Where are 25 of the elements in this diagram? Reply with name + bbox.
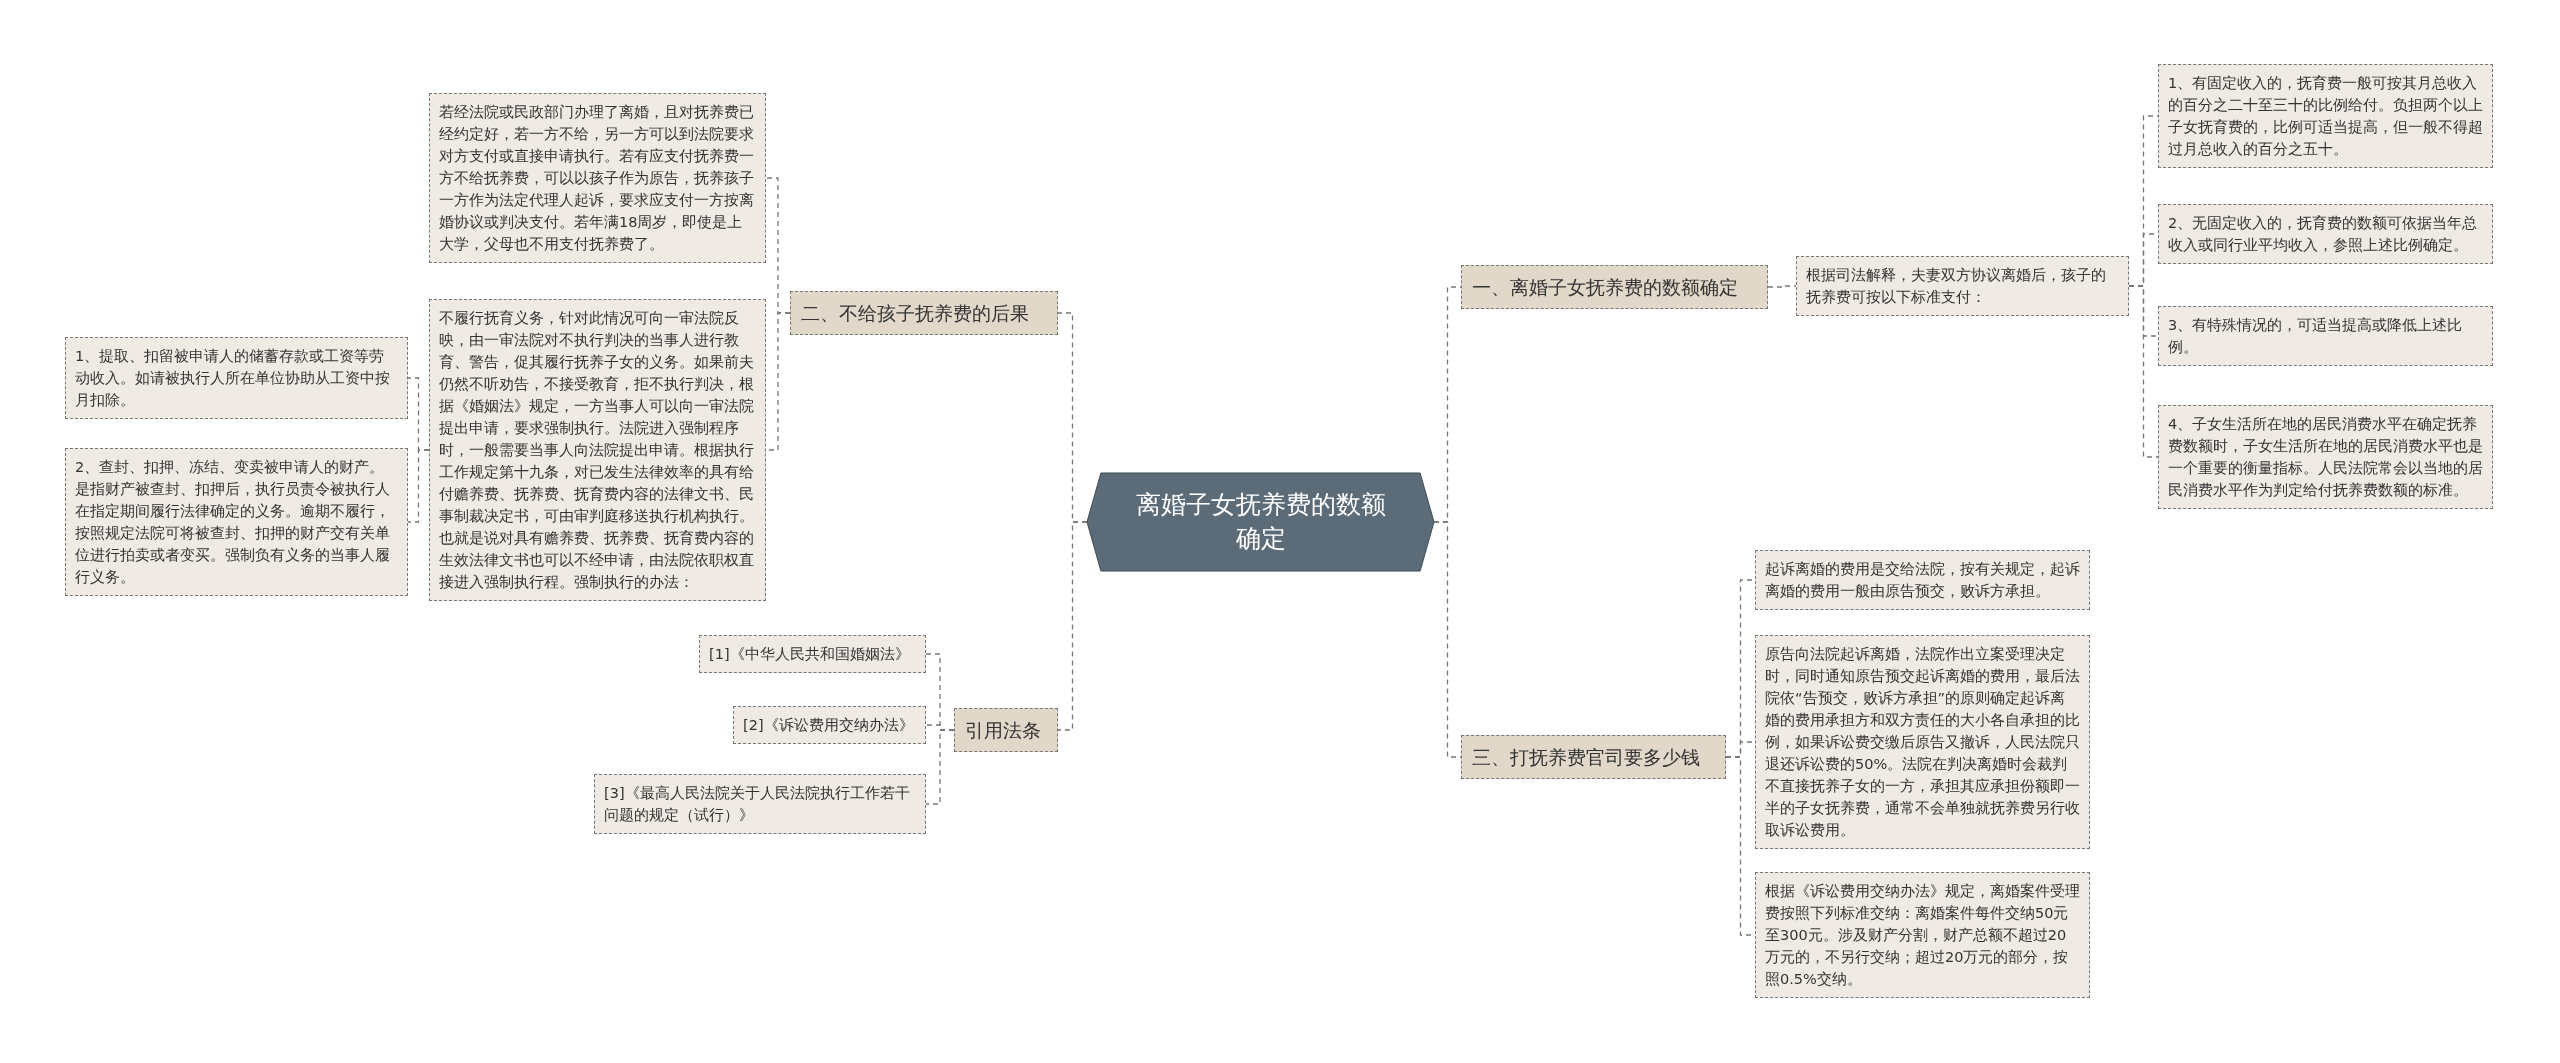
connector [2128,285,2159,458]
text-box: [3]《最高人民法院关于人民法院执行工作若干问题的规定（试行）》 [594,774,926,834]
text-box: 若经法院或民政部门办理了离婚，且对抚养费已经约定好，若一方不给，另一方可以到法院要求对方支付或直接申请执行。若有应支付抚养费一方不给抚养费，可以以孩子作为原告，抚养孩子一方作为法定代理人起诉，要求应支付一方按离婚协议或判决支付。若年满18周岁，即使是上大学，父母也不用支付抚养费了。 [429,93,766,263]
connector [407,449,430,523]
text-box: 3、有特殊情况的，可适当提高或降低上述比例。 [2158,306,2493,366]
text-box: [2]《诉讼费用交纳办法》 [733,706,926,744]
text-box: 2、查封、扣押、冻结、变卖被申请人的财产。是指财产被查封、扣押后，执行员责令被执行人在指定期间履行法律确定的义务。逾期不履行，按照规定法院可将被查封、扣押的财产交有关单位进行拍卖或者变买。强制负有义务的当事人履行义务。 [65,448,408,596]
text-box: 原告向法院起诉离婚，法院作出立案受理决定时，同时通知原告预交起诉离婚的费用，最后法院依“告预交，败诉方承担”的原则确定起诉离婚的费用承担方和双方责任的大小各自承担的比例，如果诉讼费交缴后原告又撤诉，人民法院只退还诉讼费的50%。法院在判决离婚时会裁判不直接抚养子女的一方，承担其应承担份额即一半的子女抚养费，通常不会单独就抚养费另行收取诉讼费用。 [1755,635,2090,849]
topic-box: 三、打抚养费官司要多少钱 [1461,735,1726,779]
text-box: [1]《中华人民共和国婚姻法》 [699,635,926,673]
text-box: 2、无固定收入的，抚育费的数额可依据当年总收入或同行业平均收入，参照上述比例确定。 [2158,204,2493,264]
text-box: 1、有固定收入的，抚育费一般可按其月总收入的百分之二十至三十的比例给付。负担两个以上子女抚育费的，比例可适当提高，但一般不得超过月总收入的百分之五十。 [2158,64,2493,168]
text-box: 根据司法解释，夫妻双方协议离婚后，孩子的抚养费可按以下标准支付： [1796,256,2129,316]
text-box: 根据《诉讼费用交纳办法》规定，离婚案件受理费按照下列标准交纳：离婚案件每件交纳50元至300元。涉及财产分割，财产总额不超过20万元的，不另行交纳；超过20万元的部分，按照0.5%交纳。 [1755,872,2090,998]
text-box: 起诉离婚的费用是交给法院，按有关规定，起诉离婚的费用一般由原告预交，败诉方承担。 [1755,550,2090,610]
connector [1057,521,1088,731]
connector [1767,285,1797,288]
text-box: 4、子女生活所在地的居民消费水平在确定抚养费数额时，子女生活所在地的居民消费水平也是一个重要的衡量指标。人民法院常会以当地的居民消费水平作为判定给付抚养费数额的标准。 [2158,405,2493,509]
text-box: 1、提取、扣留被申请人的储蓄存款或工资等劳动收入。如请被执行人所在单位协助从工资中按月扣除。 [65,337,408,419]
connector [925,729,955,805]
topic-box: 引用法条 [954,708,1058,752]
topic-box: 二、不给孩子抚养费的后果 [790,291,1058,335]
central-topic: 离婚子女抚养费的数额确定 [1087,473,1434,571]
topic-box: 一、离婚子女抚养费的数额确定 [1461,265,1768,309]
text-box: 不履行抚育义务，针对此情况可向一审法院反映，由一审法院对不执行判决的当事人进行教育、警告，促其履行抚养子女的义务。如果前夫仍然不听劝告，不接受教育，拒不执行判决，根据《婚姻法》规定，一方当事人可以向一审法院提出申请，要求强制执行。法院进入强制程序时，一般需要当事人向法院提出申请。根据执行工作规定第十九条，对已发生法律效率的具有给付赡养费、抚养费、抚育费内容的法律文书、民事制裁决定书，可由审判庭移送执行机构执行。也就是说对具有赡养费、抚养费、抚育费内容的生效法律文书也可以不经申请，由法院依职权直接进入强制执行程。强制执行的办法： [429,299,766,601]
